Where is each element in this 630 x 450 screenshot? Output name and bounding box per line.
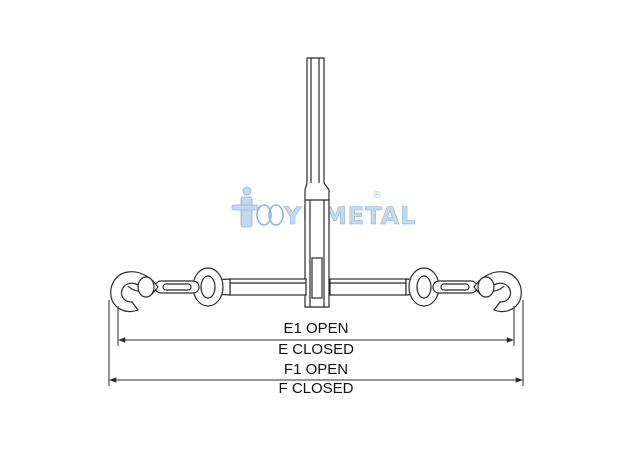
handle-lever	[304, 57, 330, 308]
registered-mark: ®	[372, 190, 382, 201]
right-chain	[408, 267, 478, 307]
watermark-text: YUMETAL	[283, 202, 417, 230]
logo-figure-icon	[231, 186, 259, 228]
label-e-closed: E CLOSED	[278, 341, 354, 358]
right-hook	[473, 271, 522, 313]
label-e1-open: E1 OPEN	[283, 320, 348, 337]
logo-chain-icon	[256, 204, 284, 226]
label-f-closed: F CLOSED	[278, 380, 353, 397]
extension-lines	[108, 300, 524, 386]
dimension-lines	[109, 337, 523, 383]
label-f1-open: F1 OPEN	[284, 361, 348, 378]
left-chain	[154, 267, 224, 307]
left-hook	[110, 271, 159, 313]
